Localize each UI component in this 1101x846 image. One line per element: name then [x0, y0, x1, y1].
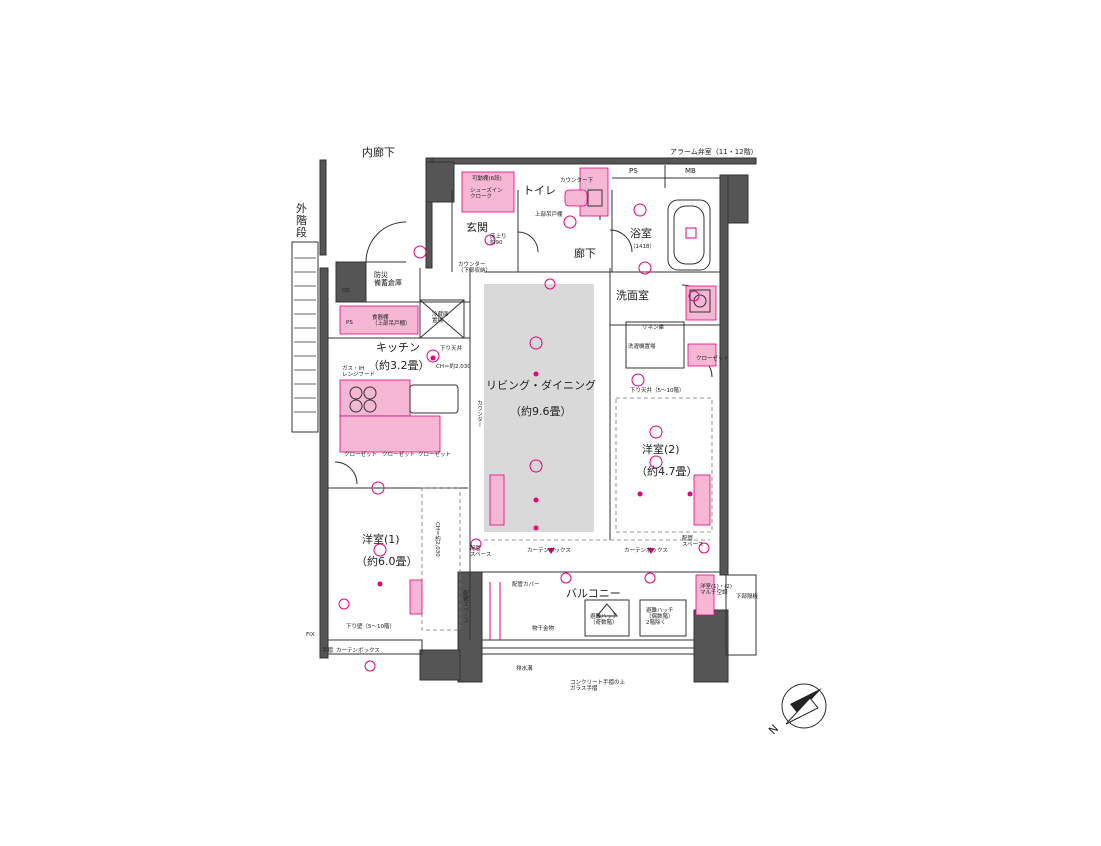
interior-walls [328, 165, 720, 641]
kitchen-fixtures [349, 299, 465, 414]
toilet-label: トイレ [523, 184, 556, 197]
counter-below-label: カウンター下 [560, 178, 594, 184]
lowered-ceiling-label: 下り天井 [440, 346, 463, 352]
fridge-space-label: 冷蔵庫 置場 [432, 312, 449, 325]
exterior-stairs-label: 外 階 段 [296, 202, 307, 240]
balcony-label: バルコニー [566, 587, 621, 600]
washing-room-label: 洗面室 [616, 289, 649, 302]
drying-rack-label: 物干金物 [532, 626, 555, 632]
closet-label-3: クローゼット [418, 452, 452, 458]
small-arrows [547, 548, 655, 554]
north-label: N [766, 722, 782, 738]
toilet-fixture [564, 189, 603, 207]
evac-hatches [489, 582, 687, 640]
inner-corridor-label: 内廊下 [362, 146, 395, 159]
movable-shelf-label: 可動棚(6段) [472, 176, 502, 182]
exterior-stairs [291, 241, 319, 433]
counter-label: カウンター [476, 400, 483, 428]
upper-cabinet-label: 上部吊戸棚 [535, 212, 563, 218]
evac-hatch-label: 避難ハッチ （奇数階） [590, 614, 618, 627]
western-room-1-size: （約6.0畳） [356, 555, 418, 568]
kitchen-size-label: （約3.2畳） [368, 359, 430, 372]
washer-space-label: 洗濯機置場 [628, 344, 656, 350]
living-dining-label: リビング・ダイニング [486, 379, 596, 392]
multi-unit-label: 洋室(1)・(2) マルチ空調 [700, 584, 733, 597]
lowered-wall-label: 下り壁（5～10階） [346, 624, 395, 630]
closet-label-1: クローゼット [344, 452, 378, 458]
entrance-label: 玄関 [466, 221, 488, 234]
bathroom-size-label: （1418） [630, 244, 655, 250]
hallway-label: 廊下 [574, 247, 596, 260]
closet-label-4: クローゼット [696, 356, 730, 362]
counter-storage-label: カウンター （下部収納） [458, 262, 492, 275]
curtain-box-label-3: カーテンボックス [336, 648, 380, 654]
cupboard-label: 食器棚 （上部吊戸棚） [372, 315, 411, 328]
pipe-space-label-1: 配管 スペース [470, 546, 492, 559]
tall-ceiling-label: CH＝約2,030 [434, 522, 441, 557]
outer-walls [319, 157, 757, 683]
mb-label: MB [685, 167, 696, 175]
evac-ladder-label: 避難ハッチ （偶数階） 2階除く [646, 608, 674, 627]
ps-label-2: PS [346, 320, 353, 326]
shoe-closet-label: シューズイン クローク [470, 188, 503, 201]
pipe-cover-label: 配管カバー [512, 582, 540, 588]
closet-label-2: クローゼット [382, 452, 416, 458]
step-label: 床上り 約90 [490, 234, 507, 247]
bathtub [667, 199, 711, 271]
partition-label: 下部隔板 [736, 594, 759, 600]
north-compass [781, 683, 827, 729]
lowered-ceiling-lines [421, 397, 713, 631]
curtain-box-label-2: カーテンボックス [624, 548, 668, 554]
ps-label: PS [629, 167, 638, 175]
living-size-label: （約9.6畳） [510, 405, 572, 418]
lowered-ceiling-floors-label: 下り天井（5～10階） [630, 388, 685, 394]
pipe-space-vertical: 配管スペース [462, 590, 469, 623]
bathroom-label: 浴室 [630, 227, 652, 240]
kitchen-label: キッチン [376, 341, 420, 354]
linen-cabinet-label: リネン庫 [642, 325, 665, 331]
western-room-1-label: 洋室(1) [362, 533, 400, 546]
railing-note-label: コンクリート手摺の上 ガラス手摺 [570, 680, 626, 693]
western-room-2-label: 洋室(2) [642, 443, 680, 456]
light-fixtures [338, 203, 710, 672]
pipe-space-label-2: 配管 スペース [682, 536, 704, 549]
disaster-storage-label: 防災 備蓄倉庫 [374, 271, 402, 287]
ceiling-height-label: CH＝約2,030 [436, 364, 471, 370]
western-room-2-size: （約4.7畳） [636, 465, 698, 478]
handrail-label: 手摺 [322, 648, 334, 654]
gas-range-label: ガス・IH レンジフード [342, 366, 376, 379]
curtain-box-label-1: カーテンボックス [527, 548, 571, 554]
ds-label: DS [342, 288, 350, 294]
drain-label: 排水溝 [516, 666, 533, 672]
alarm-valve-label: アラーム弁室（11・12階） [670, 148, 758, 156]
fix-label: FIX [306, 632, 315, 638]
